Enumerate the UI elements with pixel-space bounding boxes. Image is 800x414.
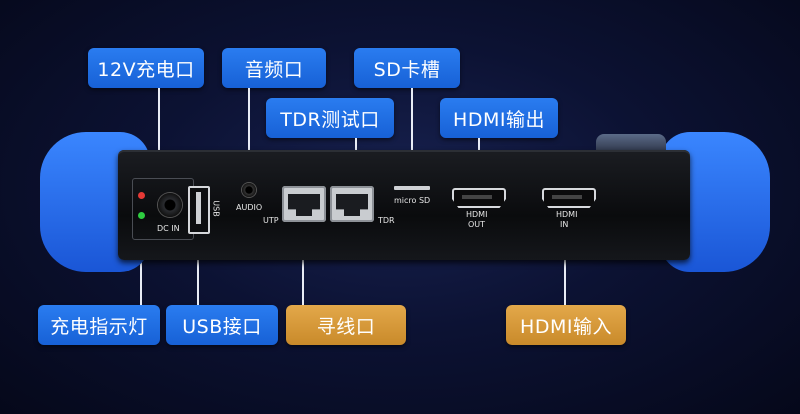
tdr-port [330, 186, 374, 222]
callout-tdr-port: TDR测试口 [266, 98, 394, 138]
micro-sd-slot [394, 186, 430, 190]
top-knob [596, 134, 666, 154]
hdmi-out-port [452, 188, 506, 208]
line-finder [302, 222, 304, 305]
label-micro-sd: micro SD [394, 196, 431, 205]
label-hdmi-in-2: IN [560, 220, 569, 229]
usb-tongue [196, 192, 201, 224]
label-audio: AUDIO [236, 203, 263, 212]
audio-jack [242, 183, 256, 197]
callout-hdmi-in: HDMI输入 [506, 305, 626, 345]
callout-charge-indicator: 充电指示灯 [38, 305, 160, 345]
led-green [138, 212, 145, 219]
callout-sd-slot: SD卡槽 [354, 48, 460, 88]
label-hdmi-out-2: OUT [468, 220, 486, 229]
device-panel [118, 150, 690, 260]
callout-cable-finder: 寻线口 [286, 305, 406, 345]
label-usb: USB [211, 200, 221, 217]
callout-usb: USB接口 [166, 305, 278, 345]
dc-jack [158, 193, 182, 217]
callout-dc-power: 12V充电口 [88, 48, 204, 88]
label-hdmi-in-1: HDMI [556, 210, 578, 219]
line-sd [411, 88, 413, 186]
label-utp: UTP [263, 216, 279, 225]
line-hdmi-in [564, 222, 566, 305]
line-audio [248, 88, 250, 180]
label-hdmi-out-1: HDMI [466, 210, 488, 219]
label-dc-in: DC IN [157, 224, 180, 233]
callout-audio: 音频口 [222, 48, 326, 88]
led-red [138, 192, 145, 199]
label-tdr: TDR [378, 216, 395, 225]
line-usb [197, 232, 199, 305]
hdmi-in-port [542, 188, 596, 208]
line-dc [158, 88, 160, 178]
callout-hdmi-out: HDMI输出 [440, 98, 558, 138]
utp-port [282, 186, 326, 222]
